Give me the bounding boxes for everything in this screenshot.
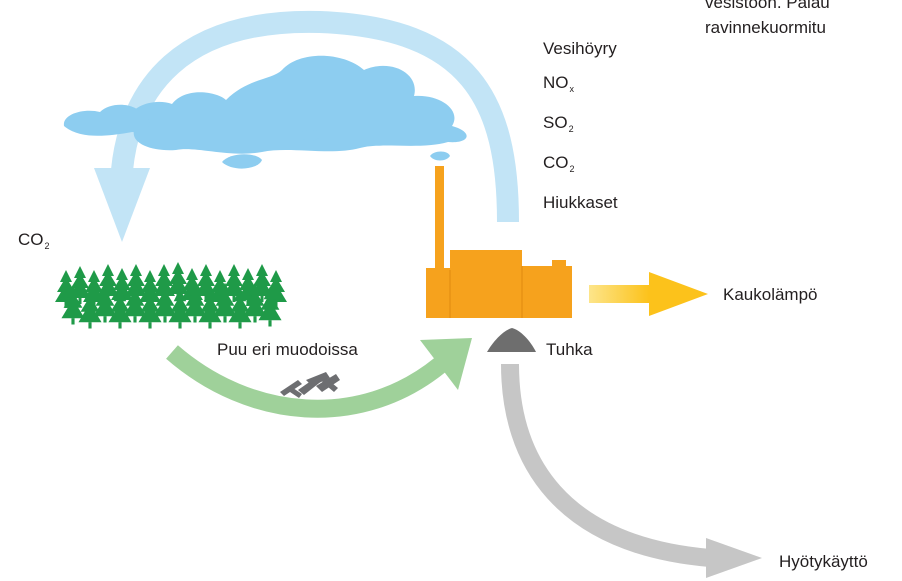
wood-arrow bbox=[166, 338, 472, 418]
emission-so2: SO2 bbox=[543, 113, 574, 134]
emissions-list: Vesihöyry NOx SO2 CO2 Hiukkaset bbox=[543, 32, 618, 220]
district-heat-label: Kaukolämpö bbox=[723, 285, 818, 304]
top-note: vesistöön. Palau ravinnekuormitu bbox=[705, 0, 830, 40]
top-note-line-2: ravinnekuormitu bbox=[705, 18, 826, 37]
emission-vapor: Vesihöyry bbox=[543, 39, 617, 58]
forest-icon bbox=[55, 262, 287, 329]
wood-label: Puu eri muodoissa bbox=[217, 340, 358, 359]
ash-pile-icon bbox=[487, 328, 536, 352]
power-plant-icon bbox=[426, 166, 572, 318]
ash-label: Tuhka bbox=[546, 340, 593, 359]
top-note-line-1: vesistöön. Palau bbox=[705, 0, 830, 12]
co2-cycle-arrow bbox=[94, 10, 519, 242]
emission-particles: Hiukkaset bbox=[543, 193, 618, 212]
district-heat-arrow bbox=[589, 272, 708, 316]
utilization-arrow bbox=[501, 363, 762, 578]
forest-co2-label: CO2 bbox=[18, 230, 50, 251]
wood-logs-icon bbox=[280, 372, 340, 398]
emission-co2: CO2 bbox=[543, 153, 575, 174]
utilization-label: Hyötykäyttö bbox=[779, 552, 868, 571]
cloud-icon bbox=[63, 55, 467, 169]
emission-nox: NOx bbox=[543, 73, 574, 94]
